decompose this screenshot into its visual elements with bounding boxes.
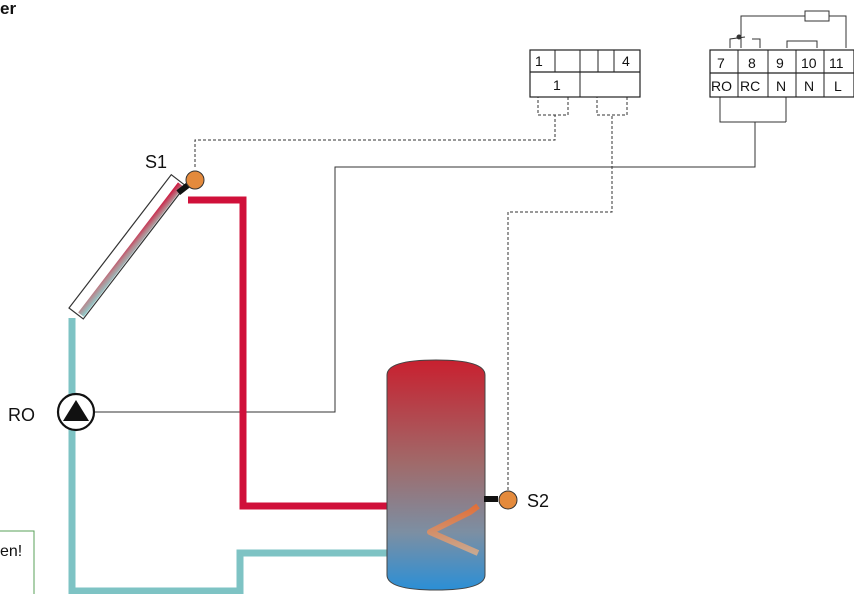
pump-icon (56, 392, 96, 432)
terminal-number-9: 9 (776, 55, 784, 71)
terminal-block: 7 8 9 10 11 RO RC N N L (709, 49, 854, 98)
sensor-input-module: 1 4 1 (529, 49, 641, 98)
cold-return-pipe (68, 318, 388, 594)
pump-label: RO (8, 405, 35, 425)
sensor-s1-label: S1 (145, 152, 167, 172)
storage-tank (386, 359, 486, 591)
note-text: en! (0, 543, 22, 560)
header-title: er (0, 0, 16, 18)
terminal-label-ro: RO (711, 78, 732, 94)
terminal-number-8: 8 (748, 55, 756, 71)
terminal-label-l: L (834, 78, 842, 94)
note-box: en! (0, 530, 35, 594)
terminal-label-n2: N (804, 78, 814, 94)
heat-exchanger-coil (427, 503, 480, 556)
terminal-label-n1: N (776, 78, 786, 94)
control-wiring (94, 10, 847, 413)
terminal-number-11: 11 (829, 55, 844, 71)
sensor-s1-icon (176, 170, 205, 196)
sensor-s2-label: S2 (527, 491, 549, 511)
pump-control-wire (94, 97, 756, 413)
terminal-number-7: 7 (717, 55, 725, 71)
terminal-number-10: 10 (801, 55, 817, 71)
hot-flow-pipe (188, 196, 478, 510)
module-bottom-left-label: 1 (553, 77, 561, 93)
module-top-right-label: 4 (622, 53, 630, 69)
solar-collector (68, 173, 187, 320)
terminal-label-rc: RC (740, 78, 760, 94)
module-top-left-label: 1 (535, 53, 543, 69)
sensor-s2-icon (484, 490, 518, 510)
